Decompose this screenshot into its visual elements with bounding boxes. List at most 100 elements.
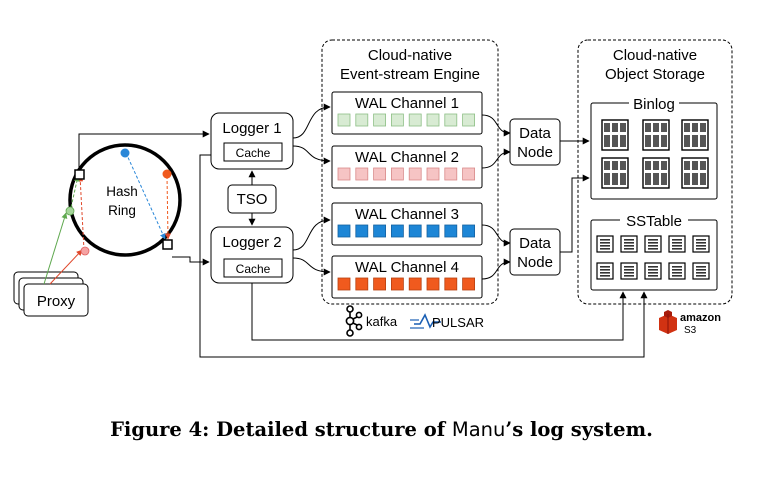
wal-channel-1-cells [337, 113, 476, 127]
wal-cell [408, 167, 422, 181]
hash-ring-label-line1: Hash [106, 184, 138, 199]
sstable-file-icon [620, 262, 638, 280]
wal-cell [408, 113, 422, 127]
binlog-label-bg [629, 95, 679, 111]
caption-product: Manu [451, 418, 506, 441]
ring-logger2-node [162, 239, 173, 250]
wal-cell [337, 277, 351, 291]
logger1-to-channel1-arrow [292, 103, 331, 139]
data-node-2-label-line1: Data [519, 235, 551, 252]
logger1-label: Logger 1 [222, 120, 281, 137]
ring-point-pink [80, 246, 90, 256]
object-storage-group [577, 39, 733, 305]
data-node-1-box [509, 118, 561, 166]
hash-ring [68, 143, 182, 257]
logger2-to-sstable-read-arrow [251, 283, 627, 341]
binlog-file-icon [642, 119, 670, 151]
sstable-label: SSTable [626, 213, 682, 230]
sstable-file-icon [596, 235, 614, 253]
figure-caption: Figure 4: Detailed structure of Manu’s l… [0, 418, 763, 441]
sstable-file-icon [692, 235, 710, 253]
wal-cell [337, 224, 351, 238]
wal-channel-4-cells [337, 277, 476, 291]
sstable-file-icon [596, 262, 614, 280]
wal-channel-4-label: WAL Channel 4 [355, 259, 459, 276]
amazon-s3-label-line2: S3 [684, 325, 697, 336]
wal-cell [462, 167, 476, 181]
binlog-label: Binlog [633, 96, 675, 113]
sstable-file-icon [644, 262, 662, 280]
wal-cell [426, 224, 440, 238]
wal-cell [390, 167, 404, 181]
wal-channel-3-label: WAL Channel 3 [355, 206, 459, 223]
binlog-file-icon [601, 119, 629, 151]
wal-cell [373, 113, 387, 127]
proxy-box [23, 283, 89, 317]
wal-cell [426, 113, 440, 127]
ring-point-blue [120, 148, 130, 158]
wal-cell [426, 167, 440, 181]
binlog-file-icons [601, 119, 709, 189]
caption-prefix: Figure 4: Detailed structure of [110, 418, 452, 441]
logger2-label: Logger 2 [222, 234, 281, 251]
pulsar-icon [410, 313, 441, 329]
logger2-cache-box [223, 258, 283, 278]
wal-cell [355, 224, 369, 238]
wal-cell [355, 167, 369, 181]
ring-route-green [69, 175, 80, 213]
proxy-to-ring-green [43, 212, 68, 285]
sstable-file-icon [692, 262, 710, 280]
ring-route-orange [164, 175, 171, 240]
ring-to-logger2-arrow [172, 256, 210, 266]
hash-ring-label-line2: Ring [108, 203, 136, 218]
logger1-to-channel2-arrow [292, 145, 331, 165]
proxy-label: Proxy [37, 293, 76, 310]
pulsar-label: PULSAR [432, 315, 484, 330]
ring-point-green [65, 206, 75, 216]
sstable-file-icons [596, 235, 710, 280]
wal-cell [444, 277, 458, 291]
wal-cell [355, 277, 369, 291]
channel4-to-datanode2-arrow [481, 258, 511, 280]
wal-cell [426, 277, 440, 291]
logger2-to-channel4-arrow [292, 257, 331, 276]
object-storage-title-line2: Object Storage [605, 66, 705, 83]
binlog-file-icon [642, 157, 670, 189]
wal-cell [373, 167, 387, 181]
channel3-to-datanode2-arrow [481, 224, 511, 247]
ring-to-logger1-arrow [78, 130, 210, 170]
kafka-label: kafka [366, 314, 398, 329]
datanode2-to-binlog-arrow [560, 174, 590, 253]
event-stream-engine-group [321, 39, 499, 305]
wal-cell [408, 224, 422, 238]
logger1-to-sstable-read-arrow [199, 154, 648, 358]
ring-route-blue [125, 152, 166, 240]
channel1-to-datanode1-arrow [481, 114, 511, 137]
sstable-file-icon [668, 235, 686, 253]
wal-cell [373, 224, 387, 238]
event-stream-title-line2: Event-stream Engine [340, 66, 480, 83]
wal-cell [462, 224, 476, 238]
wal-cell [444, 224, 458, 238]
sstable-file-icon [668, 262, 686, 280]
data-node-1-label-line1: Data [519, 125, 551, 142]
amazon-s3-icon [659, 310, 677, 334]
binlog-file-icon [601, 157, 629, 189]
data-node-1-label-line2: Node [517, 144, 553, 161]
event-stream-title-line1: Cloud-native [368, 47, 452, 64]
sstable-file-icon [620, 235, 638, 253]
wal-cell [355, 113, 369, 127]
channel2-to-datanode1-arrow [481, 148, 511, 169]
wal-cell [390, 224, 404, 238]
sstable-label-bg [620, 212, 688, 228]
wal-cell [337, 167, 351, 181]
wal-cell [390, 277, 404, 291]
kafka-icon [345, 305, 363, 337]
logger1-cache-box [223, 142, 283, 162]
ring-logger1-node [74, 169, 85, 180]
binlog-file-icon [681, 157, 709, 189]
logger1-cache-label: Cache [236, 146, 271, 160]
wal-channel-2-cells [337, 167, 476, 181]
proxy-to-ring-red [49, 249, 83, 285]
